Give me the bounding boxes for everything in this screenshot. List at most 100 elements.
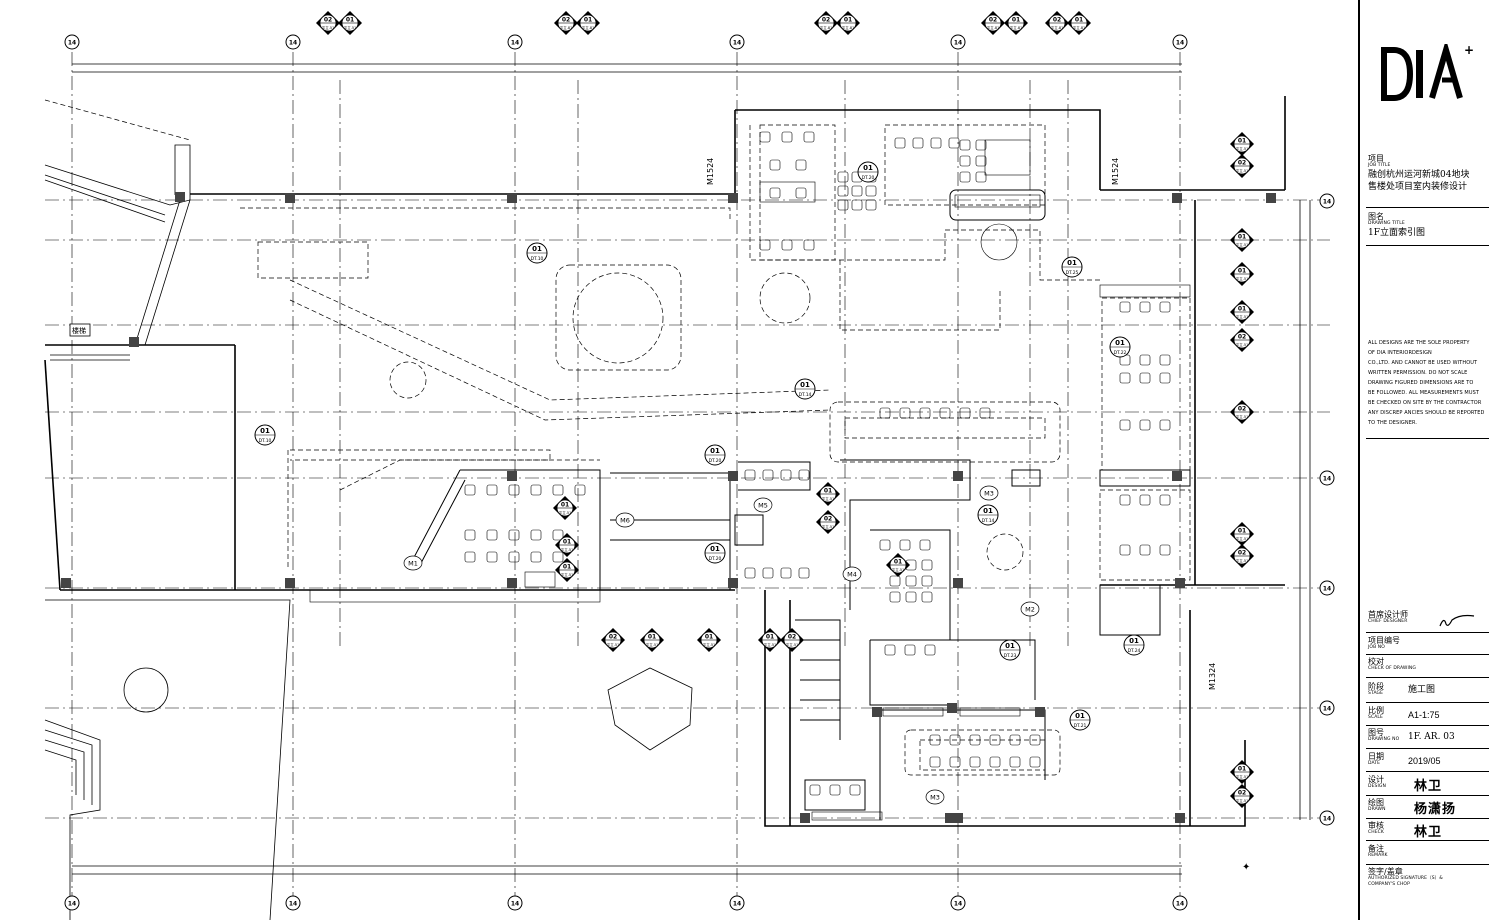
svg-text:01: 01 bbox=[1067, 259, 1077, 267]
drawn-label-en: DRAWN bbox=[1368, 807, 1386, 812]
svg-text:01: 01 bbox=[1115, 339, 1125, 347]
job-title-label: 项目 bbox=[1368, 154, 1384, 163]
svg-text:平立.51: 平立.51 bbox=[561, 547, 574, 552]
svg-text:14: 14 bbox=[954, 40, 962, 47]
door-tag: M3 bbox=[925, 789, 945, 805]
svg-text:01: 01 bbox=[1129, 637, 1139, 645]
grid-bubble-right: 14 bbox=[1319, 580, 1335, 596]
svg-text:01: 01 bbox=[983, 507, 993, 515]
svg-text:02: 02 bbox=[1238, 160, 1246, 167]
note-line: BE CHECKED ON SITE BY THE CONTRACTOR bbox=[1368, 400, 1482, 406]
signature-label-en-2: COMPANY'S CHOP bbox=[1368, 882, 1410, 887]
svg-text:02: 02 bbox=[824, 516, 832, 523]
drawing-title: 1F立面索引图 bbox=[1368, 228, 1425, 238]
grid-bubble: 14 bbox=[729, 895, 745, 911]
svg-text:DT.20: DT.20 bbox=[709, 556, 722, 562]
job-title-label-en: JOB TITLE bbox=[1368, 163, 1391, 168]
svg-text:02: 02 bbox=[562, 17, 570, 24]
svg-text:平立.51: 平立.51 bbox=[1236, 558, 1249, 563]
door-label-m1324: M1324 bbox=[1208, 663, 1217, 690]
design-label: 设计 bbox=[1368, 775, 1384, 784]
svg-text:M4: M4 bbox=[847, 571, 857, 579]
svg-text:+: + bbox=[1464, 44, 1474, 57]
door-tag: M3 bbox=[979, 485, 999, 501]
svg-text:01: 01 bbox=[260, 427, 270, 435]
svg-text:DT.20: DT.20 bbox=[862, 175, 875, 181]
svg-text:14: 14 bbox=[1323, 586, 1331, 593]
checkby-label: 审核 bbox=[1368, 821, 1384, 830]
grid-bubble: 14 bbox=[950, 895, 966, 911]
signature-label: 签字/盖章 bbox=[1368, 867, 1403, 876]
svg-text:平立.51: 平立.51 bbox=[1236, 774, 1249, 779]
svg-text:01: 01 bbox=[1075, 17, 1083, 24]
note-line: DRAWING FIGURED DIMENSIONS ARE TO bbox=[1368, 380, 1474, 386]
svg-text:01: 01 bbox=[648, 634, 656, 641]
svg-text:M2: M2 bbox=[1025, 606, 1035, 614]
svg-text:14: 14 bbox=[1323, 199, 1331, 206]
checkby-label-en: CHECK bbox=[1368, 830, 1384, 835]
svg-text:01: 01 bbox=[561, 502, 569, 509]
svg-text:DT.10: DT.10 bbox=[531, 256, 544, 262]
svg-text:01: 01 bbox=[710, 545, 720, 553]
svg-text:DT.22: DT.22 bbox=[1114, 350, 1127, 356]
svg-text:M5: M5 bbox=[758, 502, 768, 510]
design-signature: 林卫 bbox=[1414, 779, 1443, 794]
job-no-label-en: JOB NO bbox=[1368, 645, 1385, 650]
design-label-en: DESIGN bbox=[1368, 784, 1386, 789]
svg-text:DT.21: DT.21 bbox=[1074, 723, 1087, 729]
svg-text:平立.51: 平立.51 bbox=[1236, 342, 1249, 347]
svg-text:DT.20: DT.20 bbox=[709, 458, 722, 464]
svg-text:14: 14 bbox=[1176, 901, 1184, 908]
svg-text:01: 01 bbox=[800, 381, 810, 389]
svg-text:01: 01 bbox=[1238, 234, 1246, 241]
svg-text:M3: M3 bbox=[984, 490, 994, 498]
svg-text:平立.51: 平立.51 bbox=[892, 567, 905, 572]
svg-text:平立.51: 平立.51 bbox=[764, 642, 777, 647]
svg-text:01: 01 bbox=[1075, 712, 1085, 720]
svg-text:01: 01 bbox=[766, 634, 774, 641]
svg-text:平立.81: 平立.81 bbox=[1073, 25, 1086, 30]
svg-text:02: 02 bbox=[324, 17, 332, 24]
chief-designer-label: 首席设计师 bbox=[1368, 610, 1408, 619]
svg-text:14: 14 bbox=[1323, 706, 1331, 713]
svg-text:DT.10: DT.10 bbox=[259, 438, 272, 444]
svg-text:14: 14 bbox=[1176, 40, 1184, 47]
scale-label: 比例 bbox=[1368, 706, 1384, 715]
svg-text:平立.51: 平立.51 bbox=[344, 25, 357, 30]
grid-bubble: 14 bbox=[64, 34, 80, 50]
grid-bubble-right: 14 bbox=[1319, 470, 1335, 486]
check-label: 校对 bbox=[1368, 657, 1384, 666]
drawing-no-value: 1F. AR. 03 bbox=[1408, 732, 1455, 742]
svg-text:01: 01 bbox=[863, 164, 873, 172]
door-tag: M4 bbox=[842, 566, 862, 582]
svg-text:01: 01 bbox=[705, 634, 713, 641]
svg-text:14: 14 bbox=[954, 901, 962, 908]
door-tag: M6 bbox=[615, 512, 635, 528]
svg-text:平立.51: 平立.51 bbox=[1236, 414, 1249, 419]
svg-text:14: 14 bbox=[733, 901, 741, 908]
grid-bubble: 14 bbox=[507, 895, 523, 911]
svg-text:01: 01 bbox=[563, 564, 571, 571]
svg-text:平立.51: 平立.51 bbox=[1236, 242, 1249, 247]
